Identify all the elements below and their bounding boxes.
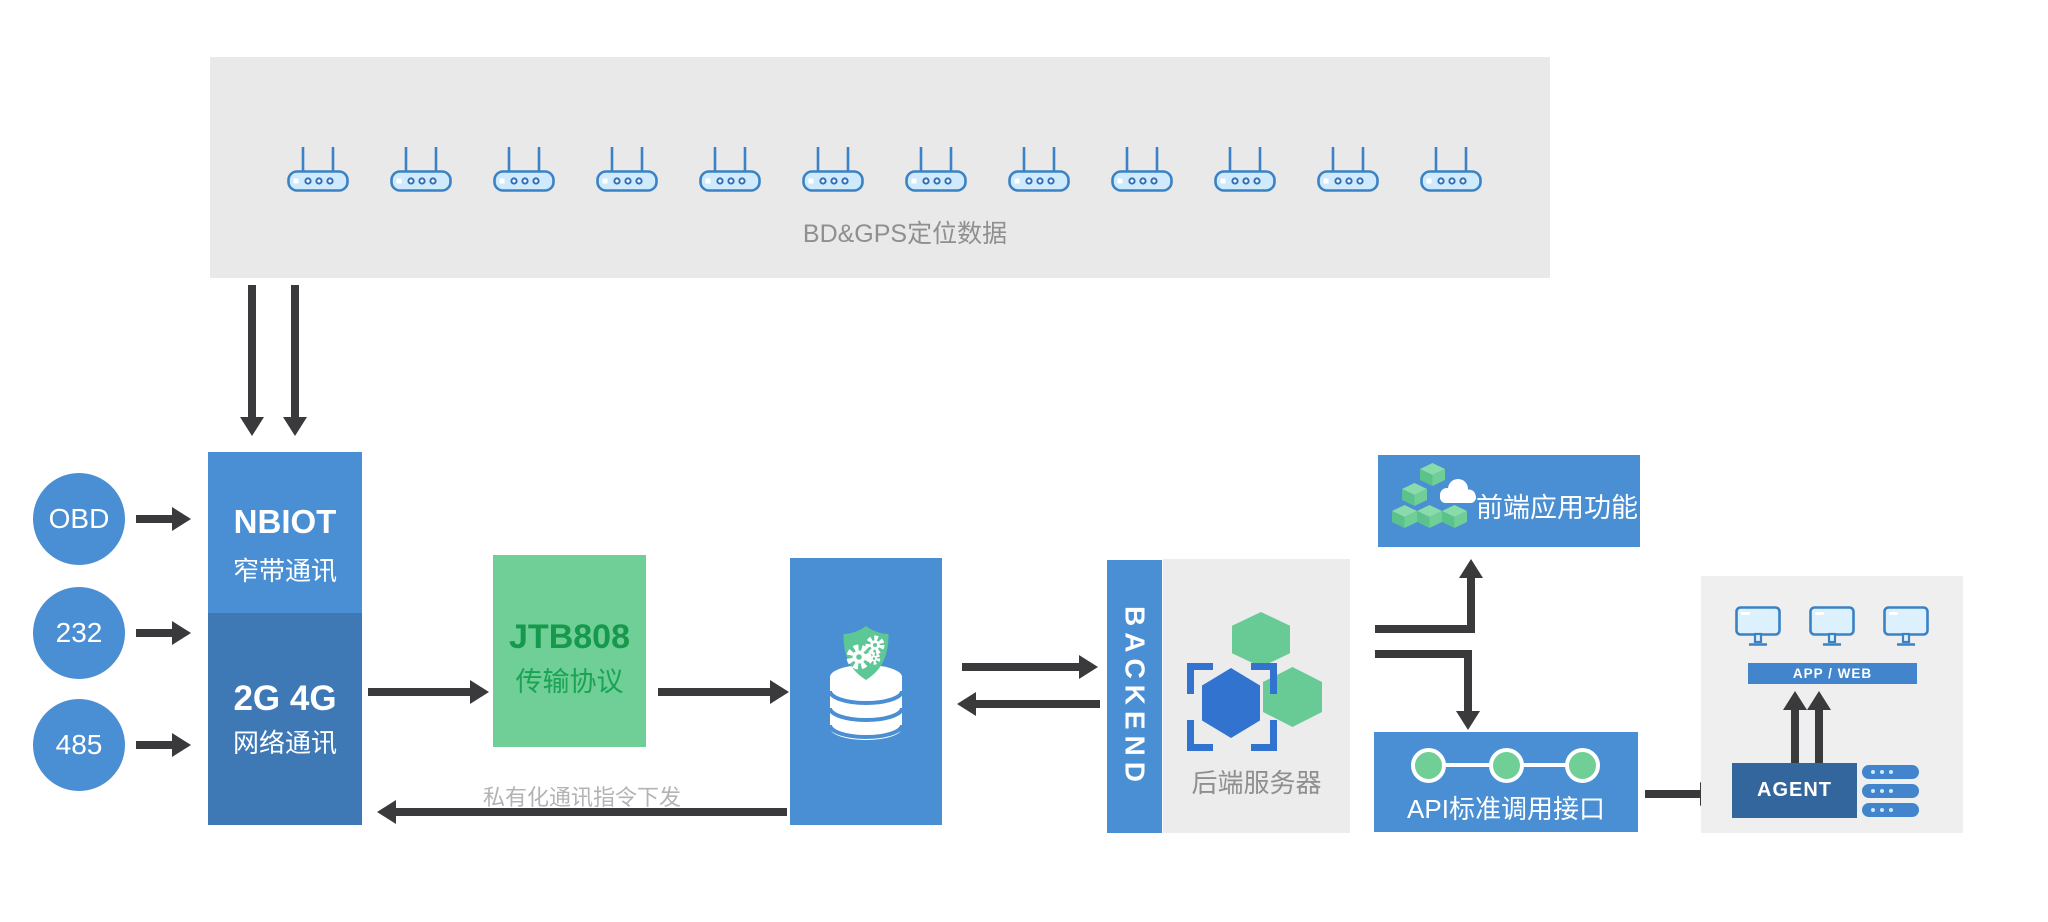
api-nodes-icon (1411, 748, 1601, 783)
comm-module-cellular-section (208, 613, 362, 825)
arrow-storage-to-module-downlink (396, 808, 787, 816)
api-node-2 (1489, 748, 1524, 783)
arrow-cloud-to-module-2 (291, 285, 299, 417)
router-icon (1214, 147, 1276, 192)
comm-module-nbiot-section (208, 452, 362, 613)
server-stack (1862, 765, 1919, 817)
downlink-label: 私有化通讯指令下发 (483, 785, 682, 810)
backend-bar-label: BACKEND (1119, 605, 1151, 788)
api-label: API标准调用接口 (1407, 794, 1605, 824)
input-circle-485-label: 485 (55, 729, 103, 760)
hexagon-cluster-icon (1187, 612, 1322, 751)
arrow-backend-to-api-head (1464, 650, 1472, 711)
database-shield-icon (828, 626, 904, 740)
arrow-cloud-to-module-1 (248, 285, 256, 417)
router-row (287, 145, 1482, 193)
api-node-3 (1565, 748, 1600, 783)
input-circle-232-label: 232 (55, 617, 103, 648)
input-circle-obd-label: OBD (48, 503, 110, 534)
input-circle-232: 232 (33, 587, 125, 679)
monitor-icon (1809, 606, 1855, 646)
router-icon (699, 147, 761, 192)
agent-label: AGENT (1757, 779, 1832, 801)
arrow-agent-to-appweb-2 (1815, 710, 1823, 763)
protocol-box (493, 555, 646, 747)
server-stack-icon (1862, 784, 1919, 798)
router-icon (287, 147, 349, 192)
router-icon (1008, 147, 1070, 192)
arrow-obd-to-module (136, 515, 172, 523)
router-icon (493, 147, 555, 192)
cellular-subtitle: 网络通讯 (232, 728, 337, 758)
input-circle-obd: OBD (33, 473, 125, 565)
appweb-bar: APP / WEB (1748, 663, 1917, 684)
router-icon (596, 147, 658, 192)
device-panel-label: BD&GPS定位数据 (802, 220, 1008, 248)
arrow-api-to-agent (1645, 790, 1700, 798)
arrow-backend-to-frontend-head (1467, 578, 1475, 633)
arrow-485-to-module (136, 741, 172, 749)
arrow-protocol-to-storage (658, 688, 770, 696)
api-node-1 (1411, 748, 1446, 783)
router-icon (1420, 147, 1482, 192)
arrow-agent-to-appweb-1 (1791, 710, 1799, 763)
server-stack-icon (1862, 803, 1919, 817)
router-icon (390, 147, 452, 192)
frontend-label: 前端应用功能 (1476, 493, 1638, 523)
backend-caption: 后端服务器 (1191, 768, 1322, 798)
arrow-232-to-module (136, 629, 172, 637)
agent-box: AGENT (1732, 763, 1857, 818)
cloud-cubes-icon (1392, 463, 1476, 528)
arrow-module-to-protocol (368, 688, 470, 696)
arrow-backend-to-storage (976, 700, 1100, 708)
router-icon (802, 147, 864, 192)
backend-bar: BACKEND (1107, 560, 1162, 833)
monitor-icon (1735, 606, 1781, 646)
nbiot-subtitle: 窄带通讯 (232, 556, 337, 586)
nbiot-title: NBIOT (233, 503, 337, 540)
arrow-storage-to-backend (962, 663, 1079, 671)
monitor-icon (1883, 606, 1929, 646)
cellular-title: 2G 4G (233, 679, 337, 718)
monitor-row (1735, 606, 1929, 648)
input-circle-485: 485 (33, 699, 125, 791)
protocol-title: JTB808 (509, 618, 630, 656)
device-cloud-panel (210, 57, 1550, 278)
arrow-backend-to-api-segment (1375, 650, 1472, 658)
appweb-label: APP / WEB (1792, 666, 1873, 681)
router-icon (1111, 147, 1173, 192)
protocol-subtitle: 传输协议 (515, 667, 624, 697)
router-icon (905, 147, 967, 192)
server-stack-icon (1862, 765, 1919, 779)
arrow-backend-to-frontend-segment (1375, 625, 1475, 633)
router-icon (1317, 147, 1379, 192)
